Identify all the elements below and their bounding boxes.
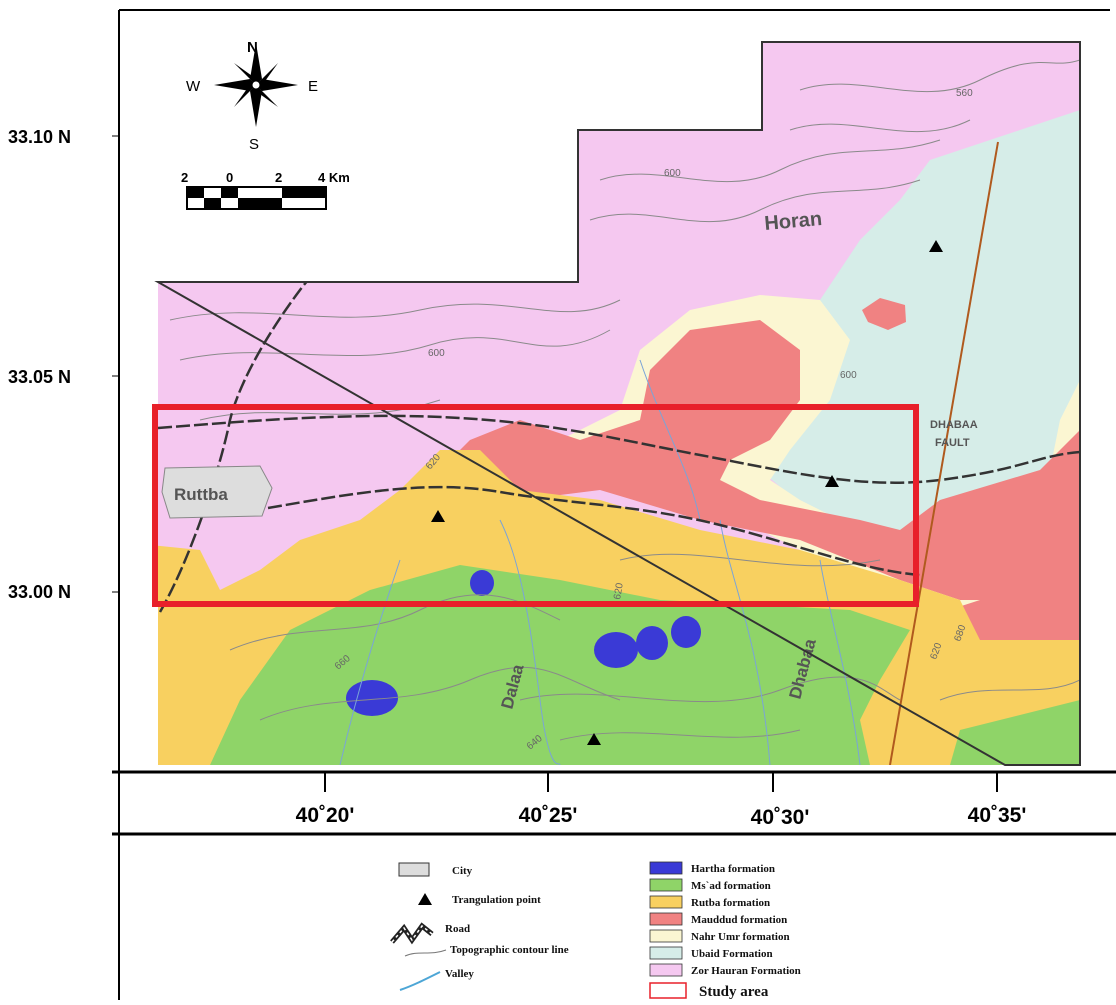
formation-swatch — [649, 946, 683, 960]
legend-label: City — [452, 865, 473, 877]
compass-s: S — [249, 136, 259, 153]
city-label: Ruttba — [174, 485, 228, 504]
triangle-icon — [929, 240, 943, 252]
city-ruttba — [161, 465, 273, 519]
svg-text:33.05 N: 33.05 N — [8, 367, 71, 387]
compass-rose-icon: N S E W — [186, 39, 318, 153]
study-area-rectangle — [152, 404, 919, 607]
fault-label: FAULT — [935, 437, 970, 449]
compass-e: E — [308, 78, 318, 95]
svg-text:40˚20': 40˚20' — [296, 804, 355, 827]
legend-label: Hartha formation — [691, 863, 775, 875]
scale-bar: 2 0 2 4 Km — [181, 170, 350, 210]
formation-swatch — [649, 895, 683, 909]
mauddud-formation-area — [440, 320, 1080, 600]
triangle-icon — [418, 893, 432, 905]
formation-swatch — [649, 912, 683, 926]
compass-n: N — [247, 39, 258, 56]
compass-w: W — [186, 78, 201, 95]
legend-label: Valley — [445, 968, 474, 980]
latitude-labels: 33.10 N 33.05 N 33.00 N — [8, 127, 120, 602]
svg-text:33.00 N: 33.00 N — [8, 582, 71, 602]
scale-tick: 0 — [226, 170, 233, 185]
svg-text:600: 600 — [428, 348, 445, 359]
legend-label: Trangulation point — [452, 894, 541, 906]
legend-label: Zor Hauran Formation — [691, 965, 801, 977]
study-area-swatch — [649, 982, 687, 999]
longitude-labels: 40˚20' 40˚25' 40˚30' 40˚35' — [296, 772, 1027, 829]
svg-text:600: 600 — [840, 370, 857, 381]
hartha-formation-area — [671, 616, 701, 648]
legend-study-area-label: Study area — [699, 984, 769, 1000]
map-frame — [112, 9, 1116, 1000]
triangulation-points — [431, 240, 943, 745]
triangle-icon — [431, 510, 445, 522]
svg-text:560: 560 — [956, 88, 973, 99]
legend-label: Mauddud formation — [691, 914, 787, 926]
triangle-icon — [587, 733, 601, 745]
svg-text:600: 600 — [664, 168, 681, 179]
legend-label: Topographic contour line — [450, 944, 569, 956]
formation-swatch — [649, 963, 683, 977]
legend-label: Ms`ad formation — [691, 880, 771, 892]
legend-label: Rutba formation — [691, 897, 770, 909]
msad-formation-area — [950, 700, 1080, 765]
valley-icon — [399, 971, 441, 991]
svg-text:40˚30': 40˚30' — [751, 806, 810, 829]
svg-text:40˚35': 40˚35' — [968, 804, 1027, 827]
svg-text:40˚25': 40˚25' — [519, 804, 578, 827]
fault-label: DHABAA — [930, 419, 978, 431]
topographic-contours — [169, 59, 1080, 741]
svg-text:33.10 N: 33.10 N — [8, 127, 71, 147]
msad-formation-area — [210, 565, 910, 765]
legend-label: Nahr Umr formation — [691, 931, 790, 943]
hartha-formation-area — [594, 632, 638, 668]
legend: City Trangulation point Road Topographic… — [390, 861, 801, 1000]
formation-swatch — [649, 861, 683, 875]
legend-label: Road — [445, 923, 470, 935]
legend-label: Ubaid Formation — [691, 948, 773, 960]
scale-tick: 2 — [181, 170, 188, 185]
geology-layers — [158, 42, 1080, 765]
mauddud-formation-area — [862, 298, 906, 330]
city-swatch-icon — [398, 862, 430, 877]
scale-tick: 2 — [275, 170, 282, 185]
formation-swatch — [649, 929, 683, 943]
map-border — [154, 41, 1081, 766]
hartha-formation-area — [636, 626, 668, 660]
valleys — [339, 359, 861, 765]
scale-tick: 4 Km — [318, 170, 350, 185]
hartha-formation-area — [470, 570, 494, 596]
formation-swatch — [649, 878, 683, 892]
hartha-formation-area — [346, 680, 398, 716]
triangle-icon — [825, 475, 839, 487]
contour-line-icon — [404, 949, 447, 957]
svg-text:620: 620 — [612, 582, 626, 601]
dhabaa-fault-line — [889, 141, 999, 765]
place-horan: Horan — [764, 208, 823, 235]
